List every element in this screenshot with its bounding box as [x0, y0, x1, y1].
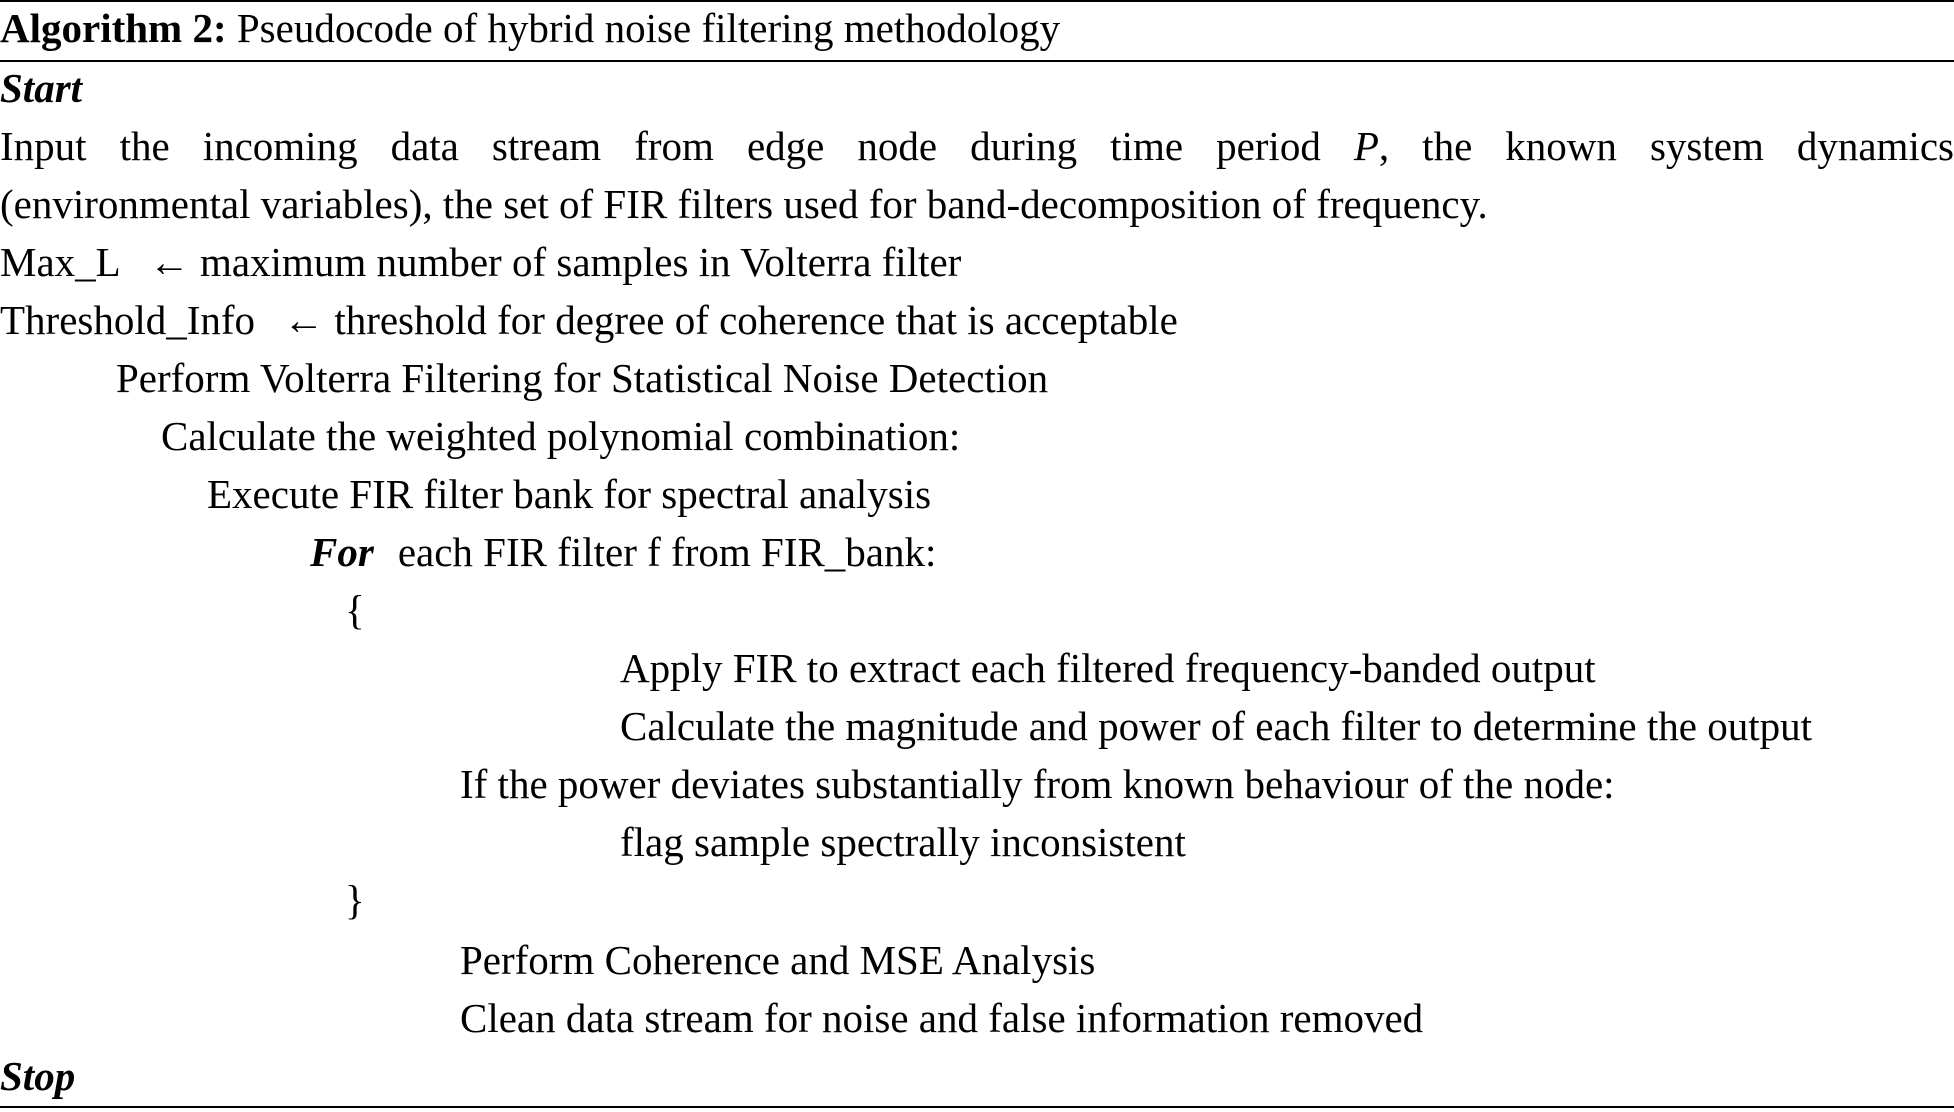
apply-fir-step: Apply FIR to extract each filtered frequ… [620, 645, 1596, 691]
algorithm-title: Algorithm 2: Pseudocode of hybrid noise … [0, 4, 1060, 52]
stop-keyword: Stop [0, 1053, 76, 1099]
threshold-name: Threshold_Info [0, 297, 256, 343]
clean-step: Clean data stream for noise and false in… [460, 995, 1424, 1041]
start-keyword: Start [0, 65, 83, 111]
close-brace: } [345, 877, 365, 923]
max-l-desc: ← maximum number of samples in Volterra … [148, 239, 962, 285]
flag-step: flag sample spectrally inconsistent [620, 819, 1186, 865]
max-l-name: Max_L [0, 239, 121, 285]
threshold-line: Threshold_Info ← threshold for degree of … [0, 296, 1178, 344]
for-keyword: For [310, 529, 374, 575]
max-l-line: Max_L ← maximum number of samples in Volt… [0, 238, 961, 286]
top-rule [0, 0, 1954, 2]
input-line-1-tail: , the known system dynamics [1378, 123, 1954, 169]
algorithm-label: Algorithm 2: [0, 5, 227, 51]
title-rule [0, 60, 1954, 62]
for-loop-line: For each FIR filter f from FIR_bank: [310, 528, 936, 576]
algorithm-caption: Pseudocode of hybrid noise filtering met… [236, 5, 1061, 51]
for-loop-text: each FIR filter f from FIR_bank: [397, 529, 937, 575]
open-brace: { [345, 587, 365, 633]
input-line-1-text: Input the incoming data stream from edge… [0, 123, 1321, 169]
input-line-1: Input the incoming data stream from edge… [0, 122, 1954, 170]
calc-magnitude-step: Calculate the magnitude and power of eac… [620, 703, 1812, 749]
volterra-step: Perform Volterra Filtering for Statistic… [116, 355, 1049, 401]
bottom-rule [0, 1106, 1954, 1108]
threshold-desc: ← threshold for degree of coherence that… [283, 297, 1178, 343]
fir-bank-step: Execute FIR filter bank for spectral ana… [207, 471, 932, 517]
input-line-2: (environmental variables), the set of FI… [0, 181, 1488, 227]
weighted-step: Calculate the weighted polynomial combin… [161, 413, 961, 459]
coherence-step: Perform Coherence and MSE Analysis [460, 937, 1096, 983]
if-power-step: If the power deviates substantially from… [460, 761, 1615, 807]
time-period-variable: P [1353, 123, 1379, 169]
